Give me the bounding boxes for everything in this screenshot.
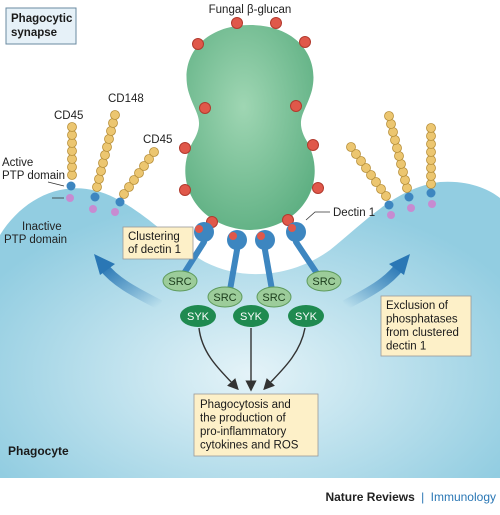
syk-kinase-3: SYK [288, 305, 324, 327]
dectin-receptor-2 [227, 230, 247, 293]
exclusion-arrow [342, 262, 404, 310]
phagocyte-label: Phagocyte [8, 444, 69, 458]
outcome-box [193, 393, 319, 457]
outcome-text: Phagocytosis and the production of pro-i… [200, 399, 299, 452]
syk-kinase-2: SYK [233, 305, 269, 327]
src-kinase-4: SRC [306, 270, 342, 292]
journal-credit: Nature Reviews | Immunology [325, 490, 496, 504]
right-ptp-domains [384, 188, 436, 219]
fungal-particle [185, 25, 315, 230]
synapse-title: Phagocytic synapse [11, 13, 76, 39]
cd148-label: CD148 [108, 93, 144, 105]
leader-lines [47, 181, 330, 221]
dectin-receptor-3 [255, 230, 275, 293]
src-label: SRC [262, 292, 285, 304]
active-ptp-label: Active PTP domain [2, 157, 65, 182]
syk-label: SYK [187, 311, 210, 323]
syk-kinase-1: SYK [180, 305, 216, 327]
cd45-left-label: CD45 [54, 110, 83, 122]
left-phosphatase-chains [67, 110, 159, 199]
src-kinase-1: SRC [162, 270, 198, 292]
clustering-arrow [99, 262, 163, 310]
synapse-title-box [5, 7, 77, 45]
cd45-right-label: CD45 [143, 134, 172, 146]
clustering-text: Clustering of dectin 1 [128, 231, 183, 256]
exclusion-text: Exclusion of phosphatases from clustered… [386, 300, 462, 353]
src-kinases: SRC SRC SRC SRC [162, 270, 342, 308]
left-ptp-domains [66, 181, 125, 216]
dectin-receptors [180, 222, 321, 293]
dectin-receptor-4 [286, 222, 321, 278]
pathogen-label: Fungal β-glucan [209, 4, 292, 16]
inactive-ptp-label: Inactive PTP domain [4, 221, 67, 246]
src-label: SRC [168, 276, 191, 288]
dectin-label: Dectin 1 [333, 207, 375, 219]
src-kinase-2: SRC [207, 286, 243, 308]
right-phosphatase-chains [346, 111, 436, 201]
exclusion-box [380, 295, 472, 357]
src-kinase-3: SRC [256, 286, 292, 308]
clustering-box [122, 226, 194, 260]
src-label: SRC [213, 292, 236, 304]
src-label: SRC [312, 276, 335, 288]
syk-kinases: SYK SYK SYK [180, 305, 324, 327]
dectin-receptor-1 [180, 222, 214, 278]
beta-glucan-dots [179, 17, 324, 228]
syk-label: SYK [240, 311, 263, 323]
syk-label: SYK [295, 311, 318, 323]
signalling-arrows [198, 327, 306, 392]
